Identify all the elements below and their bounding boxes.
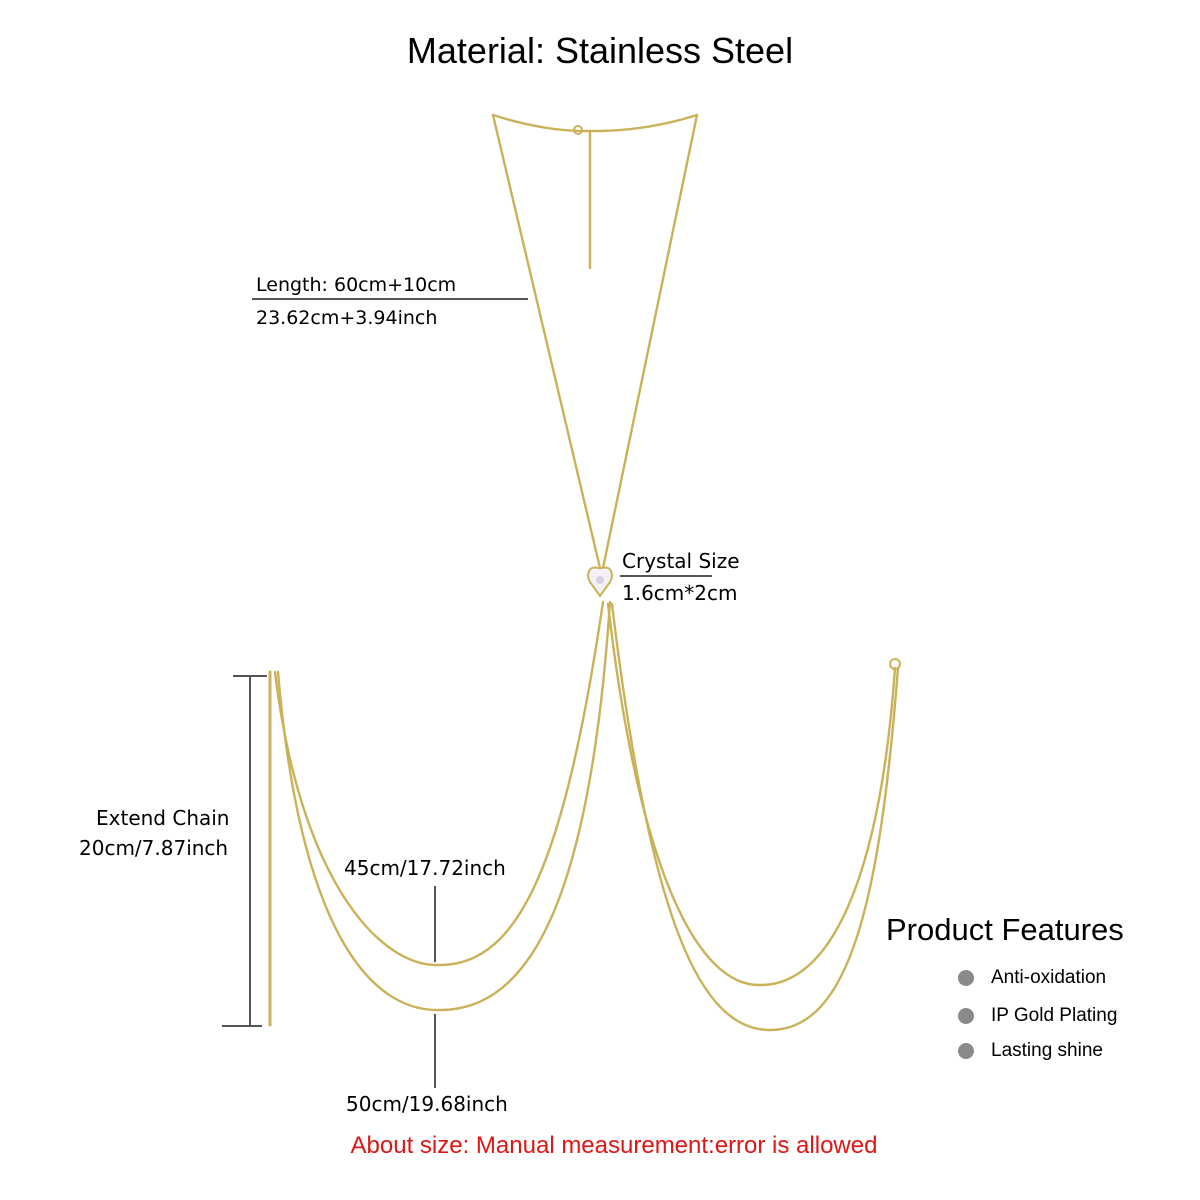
extend-chain-value: 20cm/7.87inch xyxy=(79,836,229,860)
crystal-size-value: 1.6cm*2cm xyxy=(622,581,738,605)
neck-chain-right xyxy=(601,113,699,570)
length-inch-label: 23.62cm+3.94inch xyxy=(256,307,438,329)
left-inner-chain xyxy=(273,600,605,967)
bullet-icon xyxy=(958,1008,974,1024)
feature-label: Anti-oxidation xyxy=(991,967,1107,988)
feature-label: Lasting shine xyxy=(991,1040,1103,1061)
neck-chain-left xyxy=(491,113,602,570)
length-label: Length: 60cm+10cm xyxy=(256,274,457,296)
outer-chain-length-label: 50cm/19.68inch xyxy=(346,1092,508,1116)
clasp-ring xyxy=(573,125,583,135)
feature-item: Lasting shine xyxy=(958,1040,1103,1062)
inner-chain-length-label: 45cm/17.72inch xyxy=(344,856,506,880)
feature-label: IP Gold Plating xyxy=(991,1005,1118,1026)
extend-chain-label: Extend Chain xyxy=(96,806,230,830)
product-features-heading: Product Features xyxy=(886,912,1124,947)
size-disclaimer: About size: Manual measurement:error is … xyxy=(350,1132,878,1159)
page-title: Material: Stainless Steel xyxy=(406,30,794,71)
right-outer-chain xyxy=(610,602,900,1032)
left-outer-chain xyxy=(276,600,612,1012)
bullet-icon xyxy=(958,1043,974,1059)
right-inner-chain xyxy=(606,602,897,987)
feature-item: Anti-oxidation xyxy=(958,967,1106,989)
feature-item: IP Gold Plating xyxy=(958,1005,1117,1027)
crystal-size-label: Crystal Size xyxy=(622,549,740,573)
neck-chain-top xyxy=(491,113,699,133)
end-ring xyxy=(889,658,901,670)
crystal-pendant xyxy=(587,566,613,598)
bullet-icon xyxy=(958,970,974,986)
